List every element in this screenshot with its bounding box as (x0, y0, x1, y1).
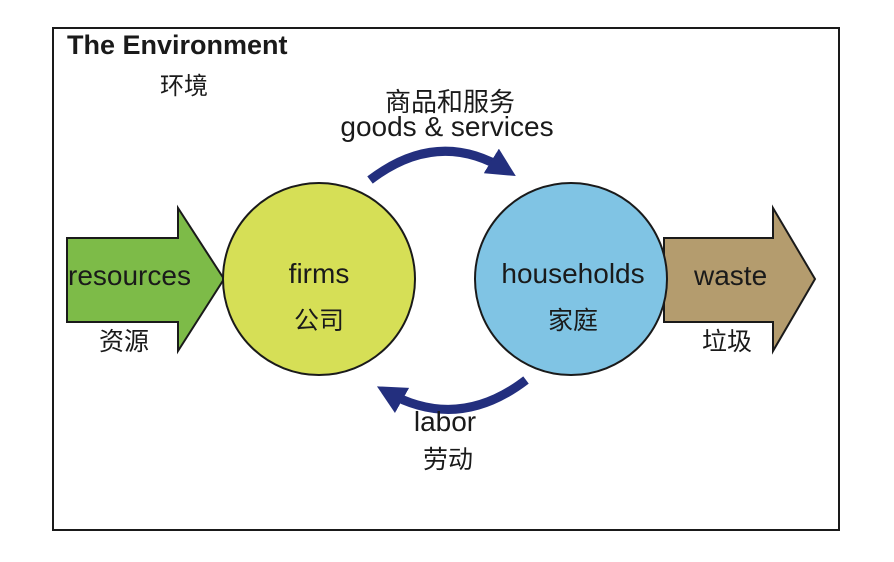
resources-arrow (66, 204, 226, 355)
households-label: households (501, 258, 645, 289)
households-label-chinese: 家庭 (547, 307, 599, 335)
resources-label: resources (68, 260, 191, 291)
labor-label-chinese: 劳动 (422, 446, 474, 474)
firms-circle (222, 182, 416, 376)
waste-label: waste (694, 260, 768, 291)
firms-label: firms (288, 258, 350, 289)
labor-label: labor (413, 406, 477, 437)
waste-arrow (663, 204, 817, 355)
diagram-title-chinese: 环境 (160, 73, 208, 100)
goods-services-label: goods & services (340, 111, 554, 142)
diagram-title: The Environment (67, 30, 288, 60)
goods-services-label-chinese: 商品和服务 (384, 87, 516, 117)
households-circle (474, 182, 668, 376)
labor-flow-arrow (376, 376, 529, 414)
goods-services-flow-arrow (367, 146, 516, 184)
waste-label-chinese: 垃圾 (701, 328, 753, 356)
resources-label-chinese: 资源 (98, 328, 150, 356)
firms-label-chinese: 公司 (293, 307, 345, 335)
